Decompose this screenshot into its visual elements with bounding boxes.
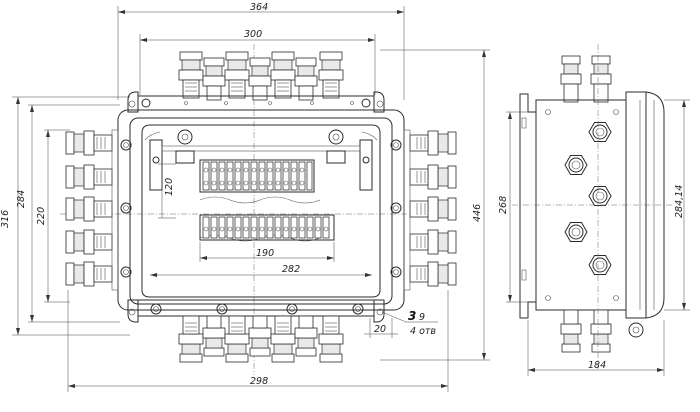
- din-rail-brackets: [149, 129, 373, 191]
- front-view: 364 300 316 284: [0, 2, 490, 392]
- inner-compartment: [141, 124, 381, 298]
- dim-label-20: 20: [374, 324, 386, 335]
- right-gland: [409, 229, 457, 255]
- left-gland: [65, 261, 113, 287]
- dim-side-268: 268: [498, 111, 520, 303]
- dim-label-184: 184: [588, 360, 606, 371]
- left-gland: [65, 196, 113, 222]
- dim-overall-width: 364: [117, 2, 405, 100]
- dim-overall-height: 446: [380, 49, 490, 361]
- hole-callout: 3 9 4 отв: [381, 309, 438, 337]
- dim-hole-offset: 20: [364, 318, 398, 338]
- side-face-glands: [545, 109, 619, 301]
- top-gland: [202, 57, 226, 101]
- bottom-gland: [178, 315, 204, 363]
- top-gland: [294, 57, 318, 101]
- side-top-glands: [560, 55, 612, 103]
- right-gland: [409, 261, 457, 287]
- side-mount-bracket: [519, 93, 537, 319]
- dim-side-284-14: 284,14: [664, 99, 690, 311]
- break-line: [199, 196, 321, 204]
- dim-label-446: 446: [472, 204, 483, 222]
- top-gland: [318, 51, 344, 99]
- dim-label-268: 268: [498, 196, 509, 214]
- left-gland: [65, 130, 113, 156]
- right-gland: [409, 196, 457, 222]
- dim-base-width: 298: [67, 290, 449, 392]
- dim-inner-width: 282: [150, 264, 372, 277]
- dim-label-120: 120: [164, 178, 175, 196]
- bottom-gland: [202, 315, 226, 357]
- left-gland: [65, 164, 113, 190]
- dim-left-mid: 284: [16, 104, 120, 323]
- callout-mark: 3: [408, 309, 416, 323]
- dim-label-284: 284: [16, 190, 27, 208]
- bottom-glands: [178, 315, 344, 363]
- dim-label-316: 316: [0, 210, 11, 228]
- dim-label-300: 300: [244, 29, 262, 40]
- right-gland: [409, 130, 457, 156]
- top-flange: [127, 91, 385, 113]
- top-gland: [224, 51, 250, 99]
- dim-label-282: 282: [282, 264, 300, 275]
- right-glands: [403, 129, 457, 291]
- dim-terminal-width: 190: [199, 242, 335, 262]
- callout-size: 9: [419, 312, 425, 323]
- left-gland: [65, 229, 113, 255]
- dim-label-298: 298: [250, 376, 268, 387]
- bottom-gland: [224, 315, 250, 363]
- top-glands: [178, 51, 344, 101]
- top-gland: [178, 51, 204, 99]
- top-gland: [248, 57, 272, 101]
- dim-left-outer: 316: [0, 96, 130, 336]
- callout-qty: 4 отв: [410, 326, 436, 337]
- bottom-flange: [127, 299, 385, 323]
- dim-left-inner: 220: [36, 129, 70, 303]
- bottom-gland: [294, 315, 318, 357]
- dim-side-184: 184: [527, 320, 665, 376]
- side-view: 268 284,14 184: [498, 44, 690, 376]
- terminal-block-lower: [199, 214, 335, 241]
- dim-flange-width: 300: [139, 29, 376, 95]
- bottom-gland: [318, 315, 344, 363]
- right-gland: [409, 164, 457, 190]
- top-gland: [270, 51, 296, 99]
- dim-label-284-14: 284,14: [674, 185, 685, 218]
- left-glands: [65, 129, 119, 291]
- dim-label-364: 364: [250, 2, 268, 13]
- side-bottom-glands: [560, 309, 612, 353]
- bottom-gland: [248, 315, 272, 357]
- side-body: [535, 91, 665, 338]
- bottom-gland: [270, 315, 296, 363]
- dim-label-220: 220: [36, 207, 47, 225]
- dim-label-190: 190: [256, 248, 274, 259]
- terminal-block-upper: [199, 159, 315, 193]
- dim-terminal-height: 120: [158, 163, 176, 219]
